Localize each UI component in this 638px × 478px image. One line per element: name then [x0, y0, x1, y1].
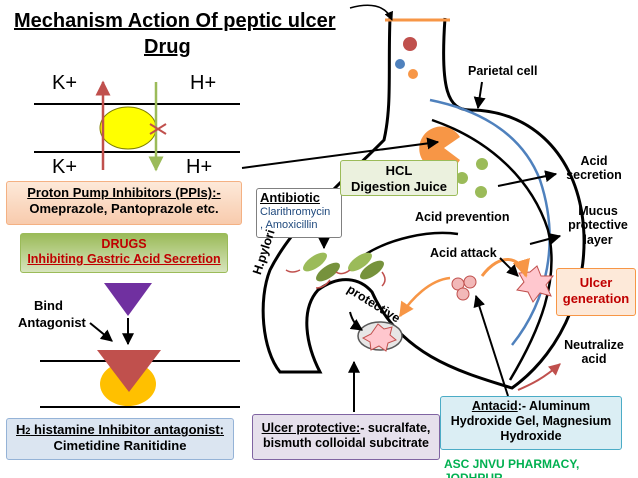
antacid-line3: Hydroxide [500, 429, 562, 443]
ulcer-protective-line2: bismuth colloidal subcitrate [263, 436, 429, 450]
ppi-heading: Proton Pump Inhibitors (PPIs):- [27, 185, 221, 200]
ppi-to-pump-arrow [241, 137, 440, 169]
antacid-line2: Hydroxide Gel, Magnesium [450, 414, 612, 428]
h2-inhibitor-box: H2 histamine Inhibitor antagonist: Cimet… [6, 418, 234, 460]
vesicle-red [403, 37, 417, 51]
hcl-box: HCL Digestion Juice [340, 160, 458, 196]
antacid-arrow [473, 294, 509, 397]
vesicle-orange [408, 69, 418, 79]
h2-receptor-triangle [97, 350, 161, 392]
acid-prevention-label: Acid prevention [415, 210, 510, 224]
antacid-box: Antacid:- Aluminum Hydroxide Gel, Magnes… [440, 396, 622, 450]
page-title: Mechanism Action Of peptic ulcer [14, 10, 336, 32]
ulcer-generation-box: Ulcer generation [556, 268, 636, 316]
ppi-drugs: Omeprazole, Pantoprazole etc. [29, 200, 219, 216]
drugs-subheading: Inhibiting Gastric Acid Secretion [27, 252, 221, 266]
h2-heading: H2 histamine Inhibitor antagonist: [16, 422, 224, 437]
protective-pointer [349, 311, 363, 331]
mucus-arrow [529, 232, 562, 245]
acid-dots [456, 158, 488, 198]
ulcer-protective-box: Ulcer protective:- sucralfate, bismuth c… [252, 414, 440, 460]
stomach-fold [359, 231, 459, 260]
h-pylori-bacteria [285, 252, 386, 289]
acid-attack-arc [480, 257, 530, 278]
protective-arc [398, 276, 451, 318]
protective-star [361, 323, 397, 352]
ion-k-top: K+ [52, 72, 78, 94]
parietal-cell-pointer [473, 81, 486, 110]
top-entry-arrow [349, 4, 393, 21]
acid-secretion-label: Acid secretion [566, 154, 622, 183]
antacid-line1: Antacid:- Aluminum [471, 399, 591, 413]
ppi-box: Proton Pump Inhibitors (PPIs):- Omeprazo… [6, 181, 242, 225]
antibiotic-heading: Antibiotic [260, 190, 320, 205]
mucus-layer-label: Mucus protective layer [568, 204, 628, 247]
antagonist-label: Antagonist [18, 315, 86, 330]
drugs-heading: DRUGS [101, 237, 147, 251]
antibiotic-drug1: Clarithromycin [260, 205, 331, 218]
ion-h-top: H+ [190, 72, 217, 94]
ion-h-bottom: H+ [186, 156, 213, 178]
proton-pump-ellipse [99, 106, 157, 150]
footer-credit: ASC JNVU PHARMACY, JODHPUR [444, 457, 580, 478]
bind-label: Bind [34, 298, 63, 313]
antagonist-triangle [104, 283, 152, 316]
inner-lining [431, 118, 553, 381]
parietal-cell-label: Parietal cell [468, 64, 538, 78]
vesicle-blue [395, 59, 405, 69]
page-title-line2: Drug [144, 36, 191, 58]
acid-attack-cluster [451, 275, 477, 301]
acid-attack-label: Acid attack [430, 246, 497, 260]
antibiotic-box: Antibiotic Clarithromycin , Amoxicillin [256, 188, 342, 238]
bind-arrow [89, 322, 113, 342]
hcl-heading: HCL [385, 163, 413, 178]
parietal-cell-membrane [429, 98, 551, 346]
neutralize-arrow [517, 363, 561, 391]
drugs-box: DRUGS Inhibiting Gastric Acid Secretion [20, 233, 228, 273]
antibiotic-drug2: , Amoxicillin [260, 218, 318, 231]
neutralize-acid-label: Neutralize acid [564, 338, 624, 367]
h2-drugs: Cimetidine Ranitidine [53, 437, 187, 453]
ulcer-protective-line1: Ulcer protective:- sucralfate, [261, 421, 431, 435]
ion-k-bottom: K+ [52, 156, 78, 178]
acid-attack-arrow [499, 257, 519, 277]
hcl-subheading: Digestion Juice [350, 178, 448, 194]
inhibition-cross-mark [149, 123, 167, 135]
acid-secretion-arrow [497, 170, 558, 187]
